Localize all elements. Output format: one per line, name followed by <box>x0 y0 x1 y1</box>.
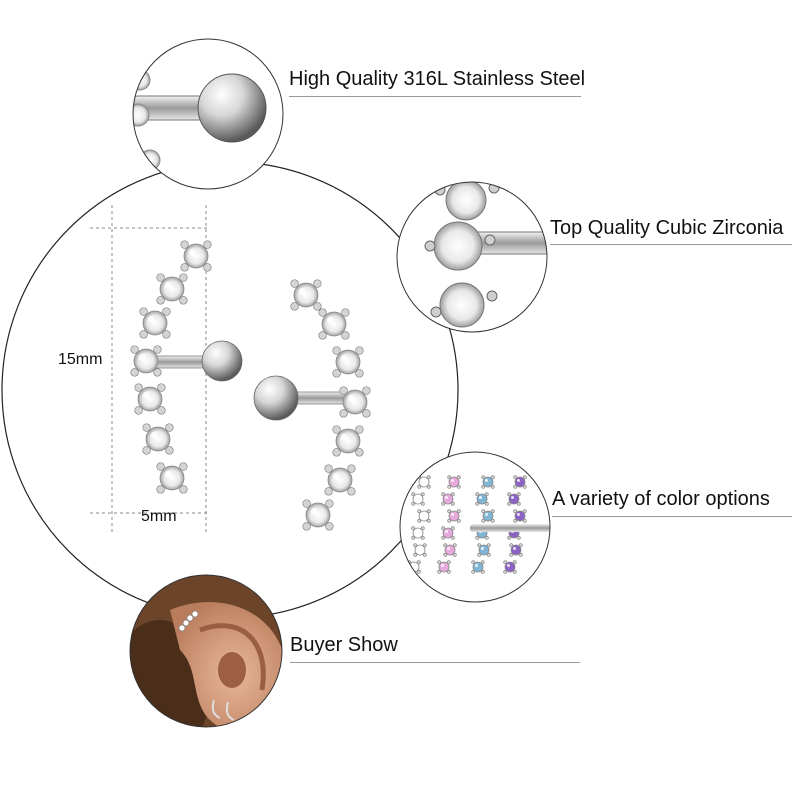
color-option-gem <box>441 526 455 540</box>
dimension-width-label: 5mm <box>141 508 177 525</box>
color-option-gem <box>417 509 431 523</box>
color-option-gem <box>481 509 495 523</box>
color-option-gem <box>437 560 451 574</box>
color-option-gem <box>413 543 427 557</box>
zirconia-gem <box>180 240 212 272</box>
color-option-gem <box>447 509 461 523</box>
zirconia-gem <box>332 425 364 457</box>
color-option-gem <box>441 492 455 506</box>
color-option-gem <box>417 475 431 489</box>
color-option-gem <box>477 543 491 557</box>
caption-buyer-show: Buyer Show <box>290 634 398 656</box>
color-option-gem <box>411 492 425 506</box>
zirconia-gem <box>134 383 166 415</box>
caption-steel: High Quality 316L Stainless Steel <box>289 68 586 90</box>
caption-buyer-rule <box>290 662 580 663</box>
caption-colors-rule <box>552 516 792 517</box>
color-option-gem <box>471 560 485 574</box>
color-option-gem <box>509 543 523 557</box>
zirconia-gem <box>130 345 162 377</box>
color-option-gem <box>447 475 461 489</box>
color-options-circle <box>399 451 551 603</box>
zirconia-gem <box>290 279 322 311</box>
caption-zirconia-rule <box>550 244 792 245</box>
zirconia-gem <box>156 273 188 305</box>
color-option-gem <box>503 560 517 574</box>
color-option-gem <box>513 475 527 489</box>
zirconia-gem <box>324 464 356 496</box>
zirconia-gem <box>156 462 188 494</box>
earring-side <box>253 279 371 531</box>
caption-zirconia: Top Quality Cubic Zirconia <box>550 217 784 239</box>
color-option-gem <box>507 492 521 506</box>
caption-colors: A variety of color options <box>552 488 770 510</box>
zirconia-gem <box>332 346 364 378</box>
zirconia-detail-circle <box>396 181 548 333</box>
main-product-circle <box>1 161 459 619</box>
steel-detail-circle <box>132 38 284 190</box>
zirconia-gem <box>318 308 350 340</box>
color-option-gem <box>411 526 425 540</box>
color-option-gem <box>481 475 495 489</box>
color-option-bar <box>470 524 550 532</box>
zirconia-gem <box>339 386 371 418</box>
zirconia-gem <box>139 307 171 339</box>
dimension-height-label: 15mm <box>58 351 103 368</box>
zirconia-gem <box>142 423 174 455</box>
caption-steel-rule <box>289 96 581 97</box>
color-option-gem <box>513 509 527 523</box>
color-option-gem <box>475 492 489 506</box>
color-option-gem <box>443 543 457 557</box>
earring-front <box>130 240 243 494</box>
zirconia-gem <box>302 499 334 531</box>
